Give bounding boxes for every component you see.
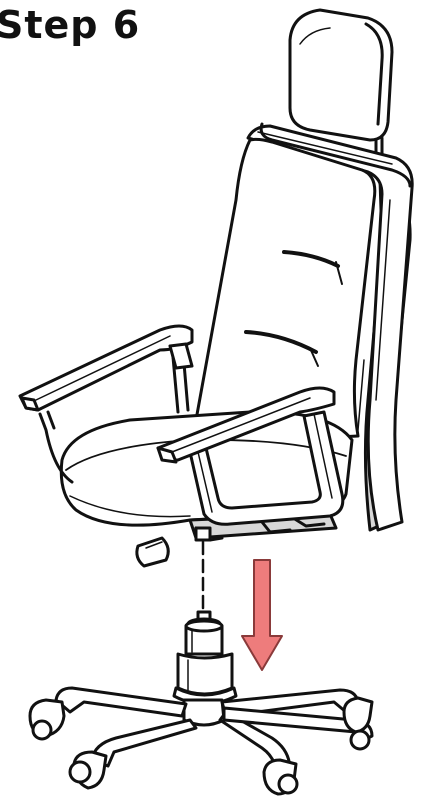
five-star-base (28, 686, 374, 796)
caster-wheel (68, 750, 108, 790)
right-armrest (156, 386, 345, 526)
caster-wheel (28, 698, 66, 741)
step-title: Step 6 (0, 3, 141, 47)
gas-cylinder (172, 610, 238, 706)
backrest (194, 122, 414, 532)
down-arrow-icon (241, 559, 283, 671)
left-armrest (18, 324, 194, 484)
caster-wheel (342, 696, 374, 751)
headrest (288, 8, 394, 158)
caster-wheel (262, 758, 299, 796)
